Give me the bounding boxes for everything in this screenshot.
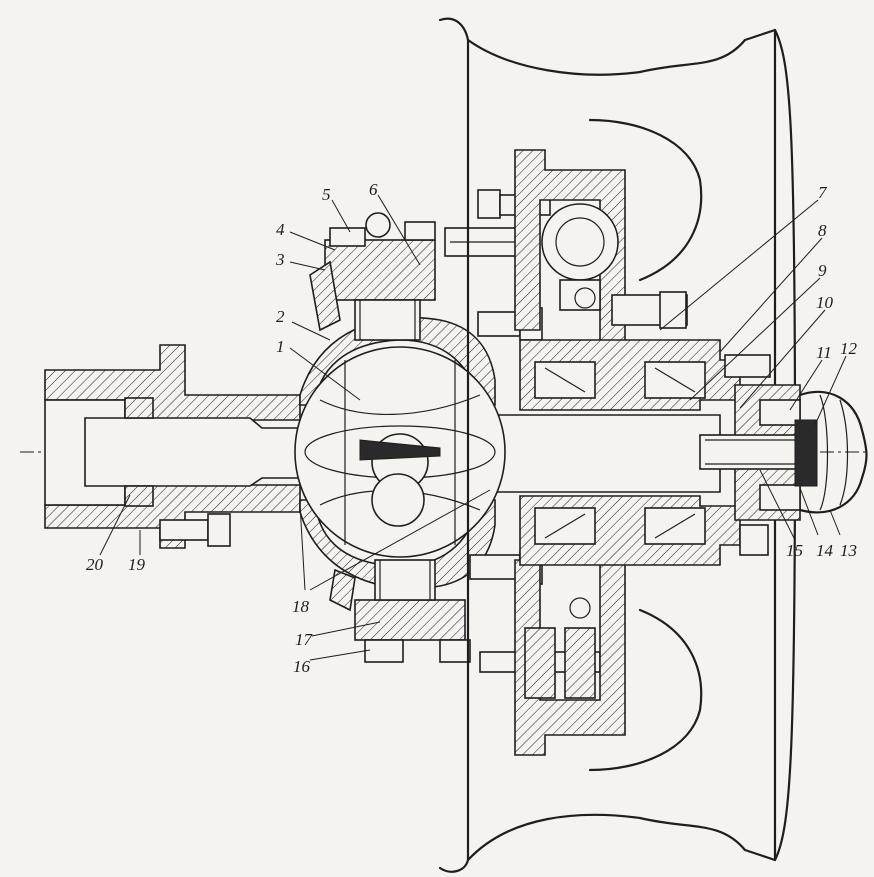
oil-seal-left — [124, 397, 154, 507]
label-8: 8 — [818, 221, 827, 240]
label-10: 10 — [816, 293, 834, 312]
label-17: 17 — [295, 630, 314, 649]
label-3: 3 — [275, 250, 285, 269]
label-12: 12 — [840, 339, 858, 358]
label-13: 13 — [840, 541, 857, 560]
label-6: 6 — [369, 180, 378, 199]
leader-lines — [99, 194, 847, 661]
lower-kingpin — [329, 559, 471, 663]
label-16: 16 — [293, 657, 311, 676]
label-4: 4 — [276, 220, 285, 239]
label-1: 1 — [276, 337, 285, 356]
cv-joint — [294, 346, 506, 558]
label-15: 15 — [786, 541, 803, 560]
brake-assembly — [514, 149, 688, 756]
label-9: 9 — [818, 261, 827, 280]
drive-flange — [699, 354, 868, 556]
label-2: 2 — [276, 307, 285, 326]
flange-bolt — [159, 513, 231, 547]
label-19: 19 — [128, 555, 146, 574]
label-20: 20 — [86, 555, 104, 574]
upper-kingpin — [309, 212, 436, 341]
label-5: 5 — [322, 185, 331, 204]
part-labels: 1 2 3 4 5 6 7 8 9 10 11 12 13 14 15 16 1… — [86, 180, 858, 676]
label-14: 14 — [816, 541, 834, 560]
label-11: 11 — [816, 343, 832, 362]
wheel-hub — [519, 339, 741, 566]
label-18: 18 — [292, 597, 310, 616]
label-7: 7 — [818, 183, 828, 202]
